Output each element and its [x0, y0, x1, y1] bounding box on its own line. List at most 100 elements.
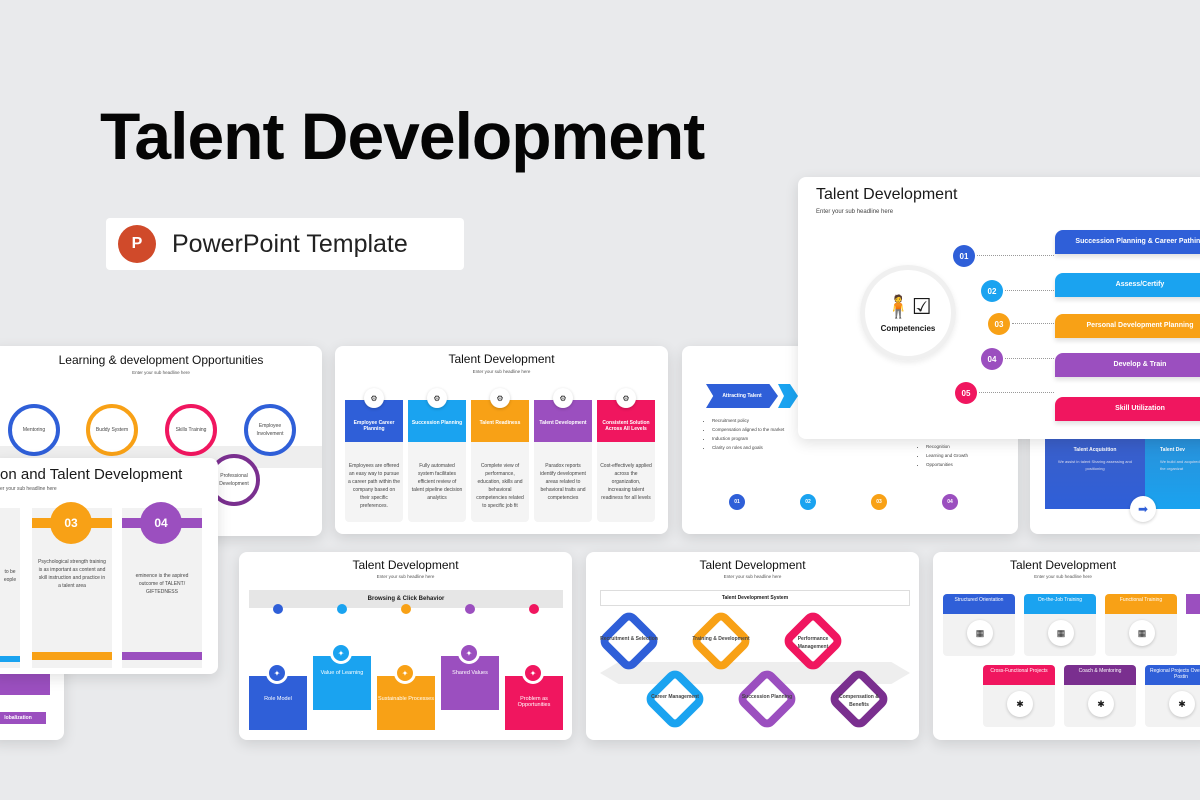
step-02: 02	[800, 494, 816, 510]
training-icon: ▦	[967, 620, 993, 646]
column-icon: ⚙	[427, 388, 447, 408]
step-03: 03	[871, 494, 887, 510]
bullet: Induction program	[712, 434, 784, 443]
slide-title: on and Talent Development	[0, 466, 183, 483]
slide-title: Talent Development	[816, 186, 958, 203]
slide-eminence: on and Talent Development er your sub he…	[0, 458, 218, 674]
item-professional: Professional Development	[219, 473, 249, 487]
slide-subtitle: Enter your sub headline here	[723, 574, 782, 579]
training-icon: ✱	[1088, 691, 1114, 717]
training-icon: ▦	[1048, 620, 1074, 646]
slide-title: Learning & development Opportunities	[58, 353, 264, 367]
item-mentoring: Mentoring	[22, 427, 46, 433]
competency-item[interactable]: Succession Planning & Career Pathing	[1055, 230, 1200, 254]
slide-subtitle: er your sub headline here	[0, 486, 57, 492]
item-skills: Skills Training	[175, 427, 207, 433]
system-item: Training & Development	[692, 636, 750, 642]
attracting-header: Attracting Talent	[706, 384, 778, 408]
column-icon: ⚙	[364, 388, 384, 408]
person-checklist-icon: 🧍☑	[884, 293, 932, 319]
globalization-label: lobalization	[0, 712, 46, 724]
hero-title: Talent Development	[100, 99, 705, 173]
card-text: Psychological strength training is as im…	[38, 559, 106, 589]
step-badge: 05	[955, 382, 977, 404]
value-card: Shared Values	[441, 656, 499, 710]
step-badge: 02	[981, 280, 1003, 302]
system-item: Recruitment & Selection	[600, 636, 658, 642]
item-involvement: Employee Involvement	[256, 423, 284, 437]
bullet: Learning and Growth	[926, 451, 968, 460]
value-icon: ✦	[394, 662, 416, 684]
slide-subtitle: Enter your sub headline here	[472, 369, 531, 374]
step-04: 04	[942, 494, 958, 510]
slide-title: Talent Development	[1009, 558, 1117, 572]
development-header: Talent Dev	[1160, 447, 1185, 453]
value-card: Value of Learning	[313, 656, 371, 710]
slide-title: Talent Development	[448, 352, 555, 366]
column-text: Complete view of performance, education,…	[476, 463, 524, 509]
item-buddy: Buddy System	[95, 427, 129, 433]
system-item: Compensation & Benefits	[839, 694, 879, 708]
slide-title: Talent Development	[699, 558, 806, 572]
browsing-bar: Browsing & Click Behavior	[249, 590, 563, 608]
column-header: Talent Development	[534, 400, 592, 442]
competency-item[interactable]: Personal Development Planning	[1055, 314, 1200, 338]
slide-subtitle: Enter your sub headline here	[1034, 574, 1092, 579]
column-text: Cost-effectively applied across the orga…	[600, 463, 652, 501]
slide-career-planning: Talent Development Enter your sub headli…	[335, 346, 668, 534]
system-item: Succession Planning	[741, 694, 793, 700]
center-label: Competencies	[880, 323, 936, 333]
value-icon: ✦	[266, 662, 288, 684]
training-icon: ✱	[1007, 691, 1033, 717]
value-card: Problem as Opportunities	[505, 676, 563, 730]
value-card: Role Model	[249, 676, 307, 730]
training-header: On-the-Job Training	[1024, 594, 1096, 614]
arrow-right-icon: ➡	[1130, 496, 1156, 522]
acquisition-text: We assist in talent Sharing assessing an…	[1058, 459, 1132, 471]
training-header: Structured Orientation	[943, 594, 1015, 614]
slide-subtitle: Enter your sub headline here	[376, 574, 435, 579]
step-badge: 01	[953, 245, 975, 267]
number-badge: 04	[140, 502, 182, 544]
slide-subtitle: Enter your sub headline here	[132, 370, 190, 375]
competency-item[interactable]: Assess/Certify	[1055, 273, 1200, 297]
development-text: We build and acquired, and the organizat	[1160, 459, 1200, 471]
bullet: Opportunities	[926, 460, 968, 469]
training-header: Functional Training	[1105, 594, 1177, 614]
step-01: 01	[729, 494, 745, 510]
slide-training-types: Talent Development Enter your sub headli…	[933, 552, 1200, 740]
slide-competencies: Talent Development Enter your sub headli…	[798, 177, 1200, 439]
training-icon: ✱	[1169, 691, 1195, 717]
column-icon: ⚙	[490, 388, 510, 408]
bullet: Recognition	[926, 442, 968, 451]
training-header: Regional Projects Overseas Postin	[1145, 665, 1200, 685]
bullet: Clarity on roles and goals	[712, 443, 784, 452]
competency-item[interactable]: Skill Utilization	[1055, 397, 1200, 421]
system-item: Career Management	[651, 694, 699, 700]
powerpoint-icon: P	[118, 225, 156, 263]
badge-label: PowerPoint Template	[172, 229, 408, 258]
value-icon: ✦	[458, 642, 480, 664]
column-icon: ⚙	[553, 388, 573, 408]
bullet: Recruitment policy	[712, 416, 784, 425]
template-badge: P PowerPoint Template	[106, 218, 464, 270]
slide-title: Talent Development	[352, 558, 459, 572]
competencies-circle: 🧍☑ Competencies	[860, 265, 956, 361]
partial-text: to be eople	[3, 569, 17, 583]
step-badge: 04	[981, 348, 1003, 370]
training-icon: ▦	[1129, 620, 1155, 646]
slide-development-system: Talent Development Enter your sub headli…	[586, 552, 919, 740]
slide-subtitle: Enter your sub headline here	[816, 209, 894, 215]
card-text: eminence is the aspired outcome of TALEN…	[135, 573, 189, 595]
value-icon: ✦	[330, 642, 352, 664]
acquisition-header: Talent Acquisition	[1073, 447, 1117, 453]
training-header: Coach & Mentoring	[1064, 665, 1136, 685]
value-icon: ✦	[522, 662, 544, 684]
value-card: Sustainable Processes	[377, 676, 435, 730]
number-badge: 03	[50, 502, 92, 544]
competency-item[interactable]: Develop & Train	[1055, 353, 1200, 377]
step-badge: 03	[988, 313, 1010, 335]
column-text: Employees are offered an easy way to pur…	[348, 463, 400, 509]
column-icon: ⚙	[616, 388, 636, 408]
slide-browsing-behavior: Talent Development Enter your sub headli…	[239, 552, 572, 740]
